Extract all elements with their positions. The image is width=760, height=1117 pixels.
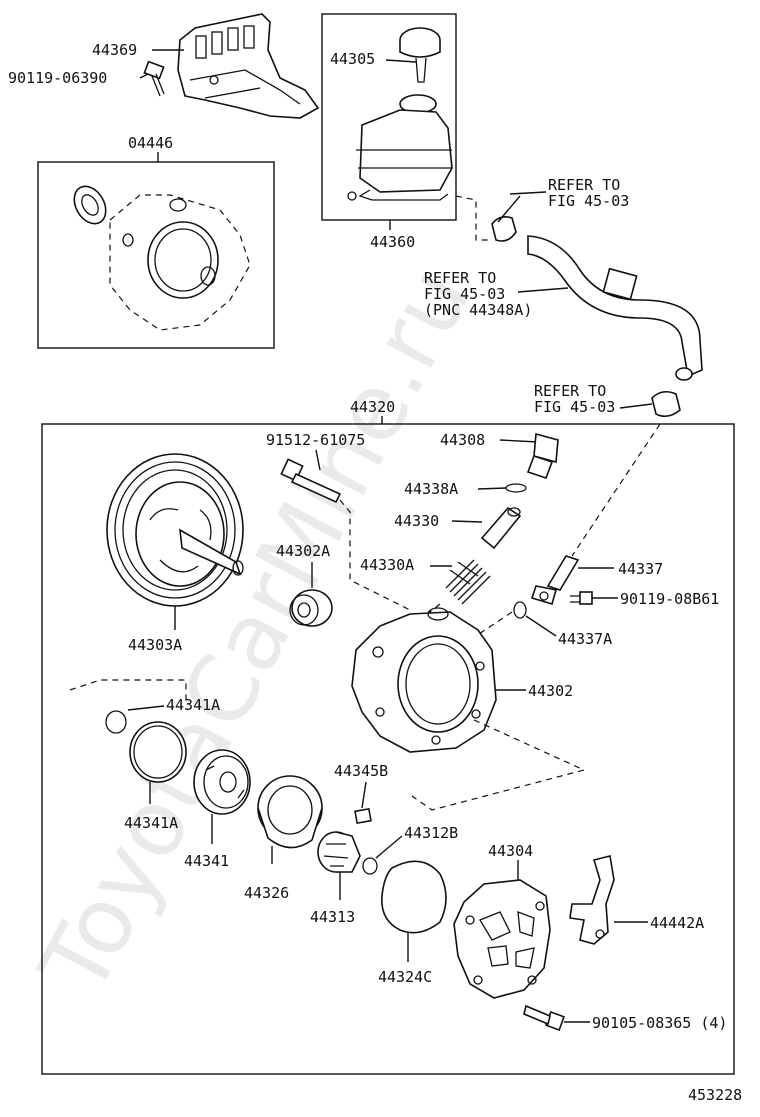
bolt-90119-06390: [143, 60, 165, 97]
refer1-line2: FIG 45-03: [548, 192, 629, 210]
refer2-line1: REFER TO: [424, 269, 496, 287]
label-44369: 44369: [92, 41, 137, 59]
refer3-line2: FIG 45-03: [534, 398, 615, 416]
label-44341A-top: 44341A: [166, 696, 220, 714]
diagram-number: 453228: [688, 1086, 742, 1104]
label-90105-08365: 90105-08365 (4): [592, 1014, 727, 1032]
suction-hose: [527, 235, 703, 381]
fitting-44337: [530, 555, 580, 605]
oring-44338A: [505, 483, 527, 493]
gasket-44324C: [381, 860, 447, 934]
clamp-lower: [651, 390, 681, 418]
oring-44341A-large: [129, 721, 187, 783]
refer3-line1: REFER TO: [534, 382, 606, 400]
bolt-90105-08365: [523, 1004, 565, 1031]
union-44308: [526, 432, 559, 480]
label-44345B: 44345B: [334, 762, 388, 780]
label-44303A: 44303A: [128, 636, 182, 654]
label-44308: 44308: [440, 431, 485, 449]
gasket-kit-parts: [73, 185, 251, 331]
cam-ring-44326: [257, 775, 323, 849]
label-44324C: 44324C: [378, 968, 432, 986]
cover-44304: [453, 879, 551, 999]
label-44337: 44337: [618, 560, 663, 578]
bolt-91512-61075: [280, 458, 342, 504]
label-44337A: 44337A: [558, 630, 612, 648]
pulley-44303A: [106, 453, 244, 607]
bolt-90119-08B61: [570, 591, 593, 605]
bracket-44442A: [569, 855, 615, 945]
label-44338A: 44338A: [404, 480, 458, 498]
label-44305: 44305: [330, 50, 375, 68]
label-44326: 44326: [244, 884, 289, 902]
label-44313: 44313: [310, 908, 355, 926]
pump-assy-box: [41, 423, 735, 1075]
vane-44345B: [354, 807, 372, 825]
pump-body-44302: [351, 607, 497, 753]
refer1-line1: REFER TO: [548, 176, 620, 194]
reservoir-box: [321, 13, 457, 221]
label-90119-08B61: 90119-08B61: [620, 590, 719, 608]
spring-44330A: [445, 559, 491, 605]
label-44302A: 44302A: [276, 542, 330, 560]
snap-ring-44312B: [362, 857, 378, 875]
bearing-44302A: [289, 589, 333, 627]
oring-44337A: [513, 601, 527, 619]
refer2-line2: FIG 45-03: [424, 285, 505, 303]
rotor-44313: [317, 831, 361, 873]
label-44302: 44302: [528, 682, 573, 700]
label-44341: 44341: [184, 852, 229, 870]
gasket-kit-box: [37, 161, 275, 349]
refer2-line3: (PNC 44348A): [424, 301, 532, 319]
label-91512-61075: 91512-61075: [266, 431, 365, 449]
plate-44341: [193, 749, 251, 815]
reservoir-cap-44305: [399, 27, 441, 83]
label-90119-06390: 90119-06390: [8, 69, 107, 87]
label-44360: 44360: [370, 233, 415, 251]
bracket-44369: [177, 13, 320, 119]
label-44442A: 44442A: [650, 914, 704, 932]
label-44312B: 44312B: [404, 824, 458, 842]
oring-44341A-small: [105, 710, 127, 734]
reservoir-tank: [347, 94, 453, 201]
label-44304: 44304: [488, 842, 533, 860]
clamp-upper: [491, 216, 517, 242]
label-04446: 04446: [128, 134, 173, 152]
label-44330A: 44330A: [360, 556, 414, 574]
valve-44330: [480, 506, 522, 550]
label-44320: 44320: [350, 398, 395, 416]
label-44341A: 44341A: [124, 814, 178, 832]
label-44330: 44330: [394, 512, 439, 530]
